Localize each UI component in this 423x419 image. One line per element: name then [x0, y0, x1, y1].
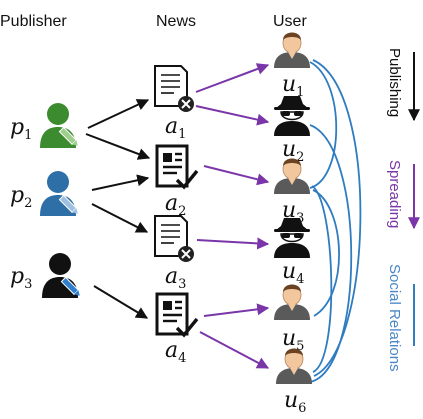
- publisher-p3: [42, 253, 80, 298]
- news-a1-fake-doc-icon: [154, 65, 195, 113]
- news-label-a3: a3: [165, 264, 186, 292]
- news-label-a2: a2: [165, 191, 186, 219]
- spread-edge-a2-u3: [203, 165, 270, 186]
- user-u1-person-icon: [273, 32, 311, 69]
- user-label-u4: u4: [282, 259, 304, 287]
- publish-edge-p1-a2: [85, 133, 151, 160]
- news-a4-real-doc-icon: [155, 292, 199, 337]
- header-news: News: [156, 13, 196, 30]
- news-label-a1: a1: [165, 114, 186, 142]
- legend-social-relations-label: Social Relations: [386, 264, 403, 372]
- spread-edge-a1-u1: [195, 63, 270, 93]
- social-edge-u3-u6: [311, 185, 333, 373]
- social-edge-u1-u6: [312, 59, 362, 377]
- publisher-label-p3: p3: [10, 264, 32, 292]
- header-user: User: [273, 13, 307, 30]
- user-u2-spy-icon: [273, 95, 311, 137]
- social-edge-u2-u6: [309, 124, 353, 383]
- user-u5-person-icon: [273, 284, 311, 321]
- news-label-a4: a4: [165, 338, 186, 366]
- publish-edge-p2-a3: [91, 203, 149, 233]
- publisher-label-p1: p1: [10, 115, 32, 143]
- spread-edge-a4-u6: [199, 331, 270, 369]
- user-label-u6: u6: [284, 388, 306, 416]
- publish-edge-p3-a4: [93, 285, 149, 319]
- news-a3-fake-doc-icon: [154, 215, 195, 263]
- legend: Publishing Spreading Social Relations: [386, 48, 420, 372]
- social-relations: [309, 59, 362, 383]
- publishing-edges: [85, 99, 151, 319]
- user-label-u5: u5: [282, 326, 304, 354]
- legend-spreading-label: Spreading: [386, 160, 403, 228]
- header-publisher: Publisher: [0, 13, 67, 30]
- publisher-p2: [40, 171, 78, 216]
- legend-publishing-label: Publishing: [386, 48, 403, 117]
- user-u6-person-icon: [275, 348, 313, 385]
- user-label-u1: u1: [282, 72, 304, 100]
- spread-edge-a1-u2: [195, 105, 270, 126]
- spreading-edges: [195, 63, 270, 369]
- pencil-icon: [58, 126, 78, 146]
- user-label-u2: u2: [282, 137, 304, 165]
- user-u3-person-icon: [273, 158, 311, 195]
- social-edge-u1-u3: [309, 61, 338, 189]
- social-edge-u3-u5: [312, 189, 340, 317]
- publish-edge-p1-a1: [87, 99, 150, 129]
- pencil-icon: [58, 194, 78, 214]
- news-a2-real-doc-icon: [155, 144, 199, 189]
- user-label-u3: u3: [282, 198, 304, 226]
- publisher-p1: [40, 103, 78, 148]
- user-u4-spy-icon: [273, 217, 311, 259]
- publisher-label-p2: p2: [10, 183, 32, 211]
- publish-edge-p2-a2: [91, 174, 150, 191]
- spread-edge-a3-u4: [196, 237, 270, 250]
- spread-edge-a4-u5: [203, 303, 270, 317]
- pencil-icon: [60, 276, 80, 296]
